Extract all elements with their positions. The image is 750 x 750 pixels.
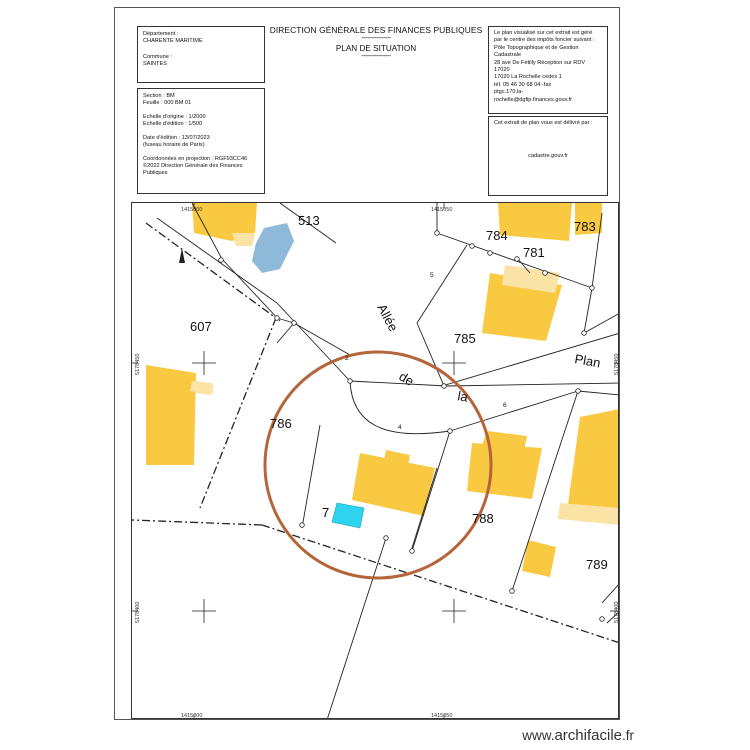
parcel-513: 513 [298,213,320,228]
copyright-line-2: Publiques [143,170,168,176]
coord-left-1: 5178450 [135,354,141,375]
water-pond [252,223,294,273]
centre-line-9: ptgc.170.la- [494,89,524,96]
echelle-edition-text: Échelle d'édition : 1/500 [143,121,203,127]
segment-4: 4 [398,424,402,431]
archifacile-watermark: www.archifacile.fr [522,727,634,744]
coord-left-2: 5178400 [135,602,141,623]
watermark-suffix: .fr [622,728,634,743]
coord-bottom-1: 1415000 [181,713,202,719]
coord-top-1: 1415000 [181,207,202,213]
centre-line-1: Le plan visualisé sur cet extrait est gé… [494,30,593,36]
parcel-789: 789 [586,557,608,572]
segment-6: 6 [503,402,507,409]
page-title: DIRECTION GÉNÉRALE DES FINANCES PUBLIQUE… [269,25,483,35]
page-subtitle: PLAN DE SITUATION [335,44,417,53]
watermark-brand: archifacile [554,727,622,744]
coordonnees-text: Coordonnées en projection : RGF93CC46 [143,156,248,162]
segment-numbers: 5 2 4 6 [345,272,507,431]
section-text: Section : BM [143,93,175,99]
title-block: DIRECTION GÉNÉRALE DES FINANCES PUBLIQUE… [265,25,487,60]
building-small [522,540,556,577]
departement-value: CHARENTE MARITIME [143,38,203,44]
title-dashes-2: ---------------- [361,53,391,60]
centre-line-10: rochelle@dgfip.finances.gouv.fr [494,96,573,103]
centre-line-5: 28 ave De Fétilly Réception sur RDV [494,59,586,66]
segment-2: 2 [345,355,349,362]
delivery-label: Cet extrait de plan vous est délivré par… [494,120,593,126]
centre-line-4: Cadastrale [494,52,522,59]
feuille-text: Feuille : 000 BM 01 [143,100,192,106]
watermark-prefix: www. [522,728,555,743]
building-607 [146,365,196,465]
centre-line-2: par le centre des impôts foncier suivant… [494,37,595,44]
echelle-origine-text: Échelle d'origine : 1/2000 [143,114,206,120]
commune-label: Commune : [143,54,172,60]
cadastral-map: 1415000 1415050 1415000 1415050 5178450 … [131,202,619,719]
parcel-784: 784 [486,228,508,243]
north-arrow-icon [179,248,185,263]
delivery-box: Cet extrait de plan vous est délivré par… [488,116,608,196]
survey-points [218,230,605,622]
building-789-a [566,409,618,523]
parcel-786: 786 [270,416,292,431]
fuseau-text: (fuseau horaire de Paris) [143,142,205,148]
building-top-left-annex [232,233,255,246]
parcel-79: 7 [322,505,329,520]
street-de: de [397,369,417,389]
location-circle [263,350,493,580]
street-plan: Plan [573,351,601,370]
parcel-785: 785 [454,331,476,346]
building-top-left [192,203,257,241]
plan-sheet: Département : CHARENTE MARITIME Commune … [114,7,620,720]
title-dashes-1: ---------------- [361,35,391,42]
coord-right-1: 5178450 [614,354,619,375]
street-la: la [456,388,469,405]
parcel-607: 607 [190,319,212,334]
centre-line-7: 17020 La Rochelle cedex 1 [494,74,562,81]
parcel-788: 788 [472,511,494,526]
coord-top-2: 1415050 [431,207,452,213]
parcel-lines [156,203,618,718]
building-788 [467,443,542,499]
parcel-labels: 513 783 784 781 607 785 786 788 789 7 [190,213,608,572]
building-789-annex [558,503,618,525]
building-top-right [498,203,572,241]
street-allee: Allée [374,301,401,334]
cadastral-map-svg: 1415000 1415050 1415000 1415050 5178450 … [132,203,619,719]
copyright-line-1: ©2022 Direction Générale des Finances [143,163,243,169]
building-main-annex [384,450,410,465]
date-edition-text: Date d'édition : 13/07/2023 [143,135,210,141]
departement-label: Département : [143,31,179,37]
cul-de-sac-curve [349,380,451,435]
building-top-right-2 [575,203,602,235]
centre-line-8: tél. 05 46 30 68 04 -fax [494,81,552,88]
building-607-light [190,381,212,395]
commune-value: SAINTES [143,61,167,67]
buildings [146,203,618,577]
building-788-annex [482,431,527,451]
selected-parcel-highlight [331,502,365,529]
centre-line-6: 17020 [494,67,510,74]
centre-line-3: Pôle Topographique et de Gestion [494,44,579,51]
delivery-value: cadastre.gouv.fr [528,153,568,159]
section-info-box: Section : BM Feuille : 000 BM 01 Échelle… [137,88,265,194]
segment-5: 5 [430,272,434,279]
coord-bottom-2: 1415050 [431,713,452,719]
parcel-783: 783 [574,219,596,234]
grid-crosses [132,203,618,718]
parcel-781: 781 [523,245,545,260]
departement-box: Département : CHARENTE MARITIME Commune … [137,26,265,83]
commune-boundaries [132,222,618,644]
building-main [352,453,435,516]
centre-impots-box: Le plan visualisé sur cet extrait est gé… [488,26,608,114]
coord-right-2: 5178400 [614,602,619,623]
